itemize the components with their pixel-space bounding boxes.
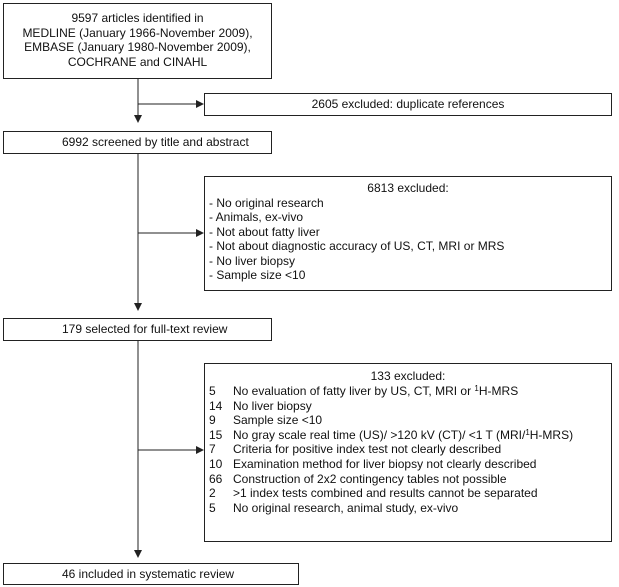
fulltext-exclusion-row: 7 Criteria for positive index test not c… [209, 442, 611, 457]
fulltext-exclusion-row: 9 Sample size <10 [209, 413, 611, 428]
duplicates-excluded-box: 2605 excluded: duplicate references [204, 93, 612, 116]
screened-text: 6992 screened by title and abstract [62, 135, 249, 149]
search-line-2: MEDLINE (January 1966-November 2009), [22, 25, 253, 40]
search-results-box: 9597 articles identified in MEDLINE (Jan… [3, 3, 272, 79]
fulltext-review-box: 179 selected for full-text review [3, 318, 272, 341]
fulltext-exclusion-row: 10 Examination method for liver biopsy n… [209, 457, 611, 472]
exclusion-reason: Construction of 2x2 contingency tables n… [233, 471, 507, 486]
exclusion-reason: Criteria for positive index test not cle… [233, 442, 502, 457]
exclusion-count: 5 [209, 384, 216, 398]
exclusion-count: 66 [209, 471, 223, 486]
exclusion-reason: No original research, animal study, ex-v… [233, 500, 459, 515]
search-line-4: COCHRANE and CINAHL [67, 54, 208, 69]
title-exclusion-item: - No original research [209, 195, 324, 210]
included-text: 46 included in systematic review [62, 567, 235, 581]
fulltext-exclusion-row: 5 No evaluation of fatty liver by US, CT… [209, 384, 611, 399]
exclusion-count: 14 [209, 398, 223, 413]
duplicates-text: 2605 excluded: duplicate references [311, 97, 505, 111]
search-line-3: EMBASE (January 1980-November 2009), [24, 40, 251, 54]
exclusion-reason: Examination method for liver biopsy not … [233, 456, 537, 471]
exclusion-count: 2 [209, 486, 216, 501]
title-exclusion-item: - No liver biopsy [209, 253, 296, 268]
fulltext-exclusion-row: 5 No original research, animal study, ex… [209, 501, 611, 516]
fulltext-exclusion-row: 15 No gray scale real time (US)/ >120 kV… [209, 428, 611, 443]
exclusion-reason: >1 index tests combined and results cann… [233, 486, 538, 501]
title-abstract-exclusion-box: 6813 excluded: - No original research - … [204, 176, 612, 291]
title-exclusion-item: - Not about fatty liver [209, 224, 320, 239]
fulltext-exclusion-row: 66 Construction of 2x2 contingency table… [209, 472, 611, 487]
exclusion-count: 15 [209, 427, 223, 442]
exclusion-reason: No evaluation of fatty liver by US, CT, … [233, 384, 519, 398]
exclusion-count: 9 [209, 413, 216, 428]
title-exclusion-header: 6813 excluded: [367, 181, 449, 195]
fulltext-exclusion-row: 2 >1 index tests combined and results ca… [209, 486, 611, 501]
included-box: 46 included in systematic review [3, 563, 299, 585]
fulltext-text: 179 selected for full-text review [62, 322, 228, 336]
fulltext-exclusion-row: 14 No liver biopsy [209, 399, 611, 414]
title-exclusion-item: - Animals, ex-vivo [209, 210, 304, 224]
exclusion-count: 5 [209, 500, 216, 515]
fulltext-exclusion-header: 133 excluded: [370, 369, 446, 383]
exclusion-count: 7 [209, 442, 216, 457]
exclusion-reason: No liver biopsy [233, 398, 312, 413]
exclusion-reason: Sample size <10 [233, 413, 323, 428]
exclusion-count: 10 [209, 456, 223, 471]
exclusion-reason: No gray scale real time (US)/ >120 kV (C… [233, 427, 574, 442]
search-line-1: 9597 articles identified in [71, 11, 204, 25]
fulltext-exclusion-box: 133 excluded: 5 No evaluation of fatty l… [204, 363, 612, 542]
title-exclusion-item: - Not about diagnostic accuracy of US, C… [209, 239, 505, 253]
title-exclusion-item: - Sample size <10 [209, 268, 306, 282]
screened-box: 6992 screened by title and abstract [3, 131, 272, 154]
